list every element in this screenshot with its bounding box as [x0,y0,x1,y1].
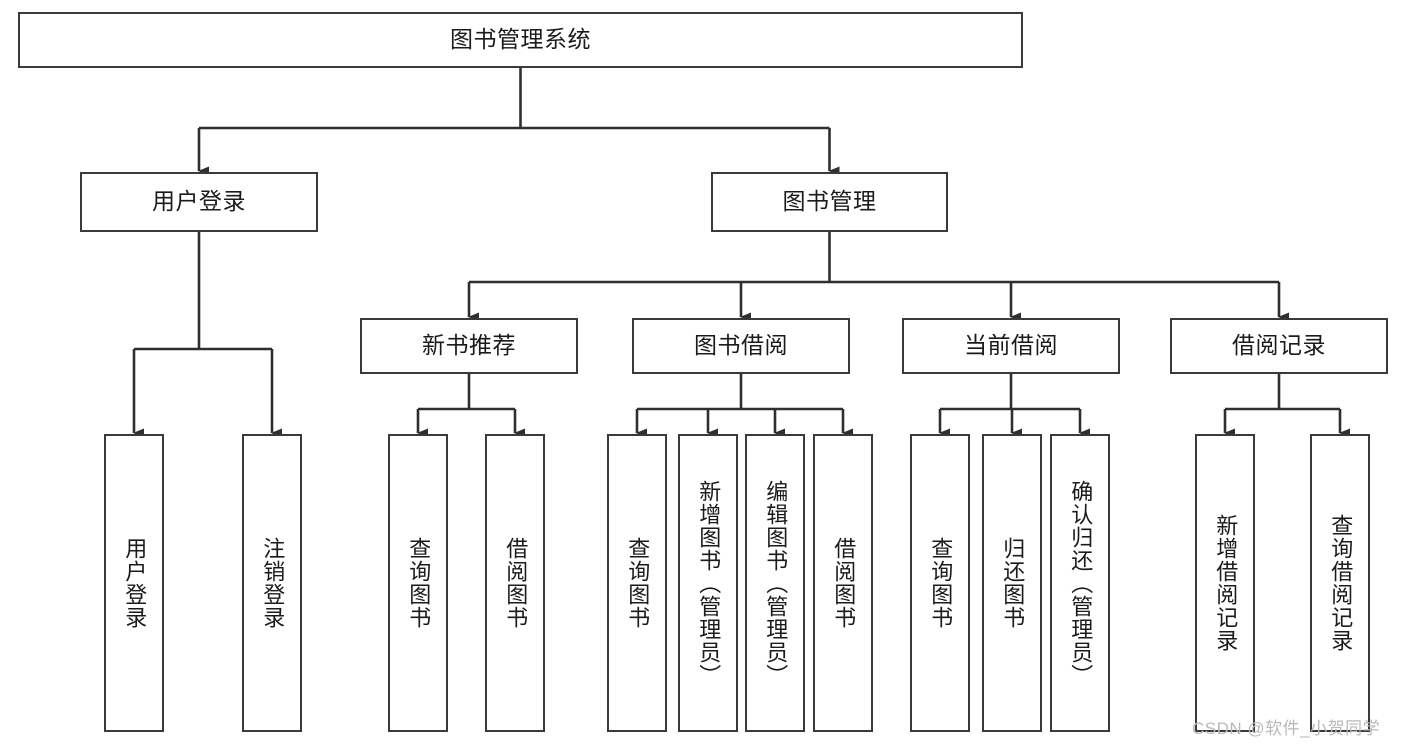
node-bookmgmt[interactable]: 图书管理 [711,172,948,232]
node-label: 查询图书 [928,537,954,629]
node-root[interactable]: 图书管理系统 [18,12,1023,68]
node-label: 确认归还（管理员） [1068,479,1094,687]
node-label: 查询图书 [406,537,432,629]
node-label: 借阅记录 [1232,332,1326,359]
node-label: 用户登录 [122,537,148,629]
node-label: 当前借阅 [964,332,1058,359]
node-label: 新书推荐 [422,332,516,359]
node-leaf-add-book[interactable]: 新增图书（管理员） [678,434,738,732]
node-label: 新增图书（管理员） [696,479,722,687]
node-label: 借阅图书 [831,537,857,629]
node-label: 用户登录 [152,188,246,215]
node-label: 图书管理系统 [450,26,591,53]
node-leaf-edit-book[interactable]: 编辑图书（管理员） [745,434,805,732]
node-newbook[interactable]: 新书推荐 [360,318,578,374]
node-label: 查询借阅记录 [1328,514,1354,652]
node-label: 图书管理 [782,188,877,215]
node-leaf-user-logout[interactable]: 注销登录 [242,434,302,732]
node-leaf-query-book-3[interactable]: 查询图书 [910,434,970,732]
node-label: 借阅图书 [503,537,529,629]
node-borrow[interactable]: 图书借阅 [632,318,850,374]
node-current[interactable]: 当前借阅 [902,318,1120,374]
node-label: 归还图书 [1000,537,1026,629]
node-leaf-add-record[interactable]: 新增借阅记录 [1195,434,1255,732]
node-leaf-query-book-1[interactable]: 查询图书 [388,434,448,732]
node-leaf-query-record[interactable]: 查询借阅记录 [1310,434,1370,732]
node-leaf-borrow-book-2[interactable]: 借阅图书 [813,434,873,732]
node-leaf-confirm-return[interactable]: 确认归还（管理员） [1050,434,1110,732]
node-label: 编辑图书（管理员） [763,479,789,687]
node-leaf-user-login[interactable]: 用户登录 [104,434,164,732]
node-record[interactable]: 借阅记录 [1170,318,1388,374]
node-label: 查询图书 [625,537,651,629]
node-label: 图书借阅 [694,332,788,359]
node-leaf-borrow-book-1[interactable]: 借阅图书 [485,434,545,732]
node-login[interactable]: 用户登录 [80,172,318,232]
node-label: 注销登录 [260,537,286,629]
csdn-watermark: CSDN @软件_小贺同学 [1192,719,1381,738]
node-leaf-return-book[interactable]: 归还图书 [982,434,1042,732]
node-label: 新增借阅记录 [1213,514,1239,652]
node-leaf-query-book-2[interactable]: 查询图书 [607,434,667,732]
